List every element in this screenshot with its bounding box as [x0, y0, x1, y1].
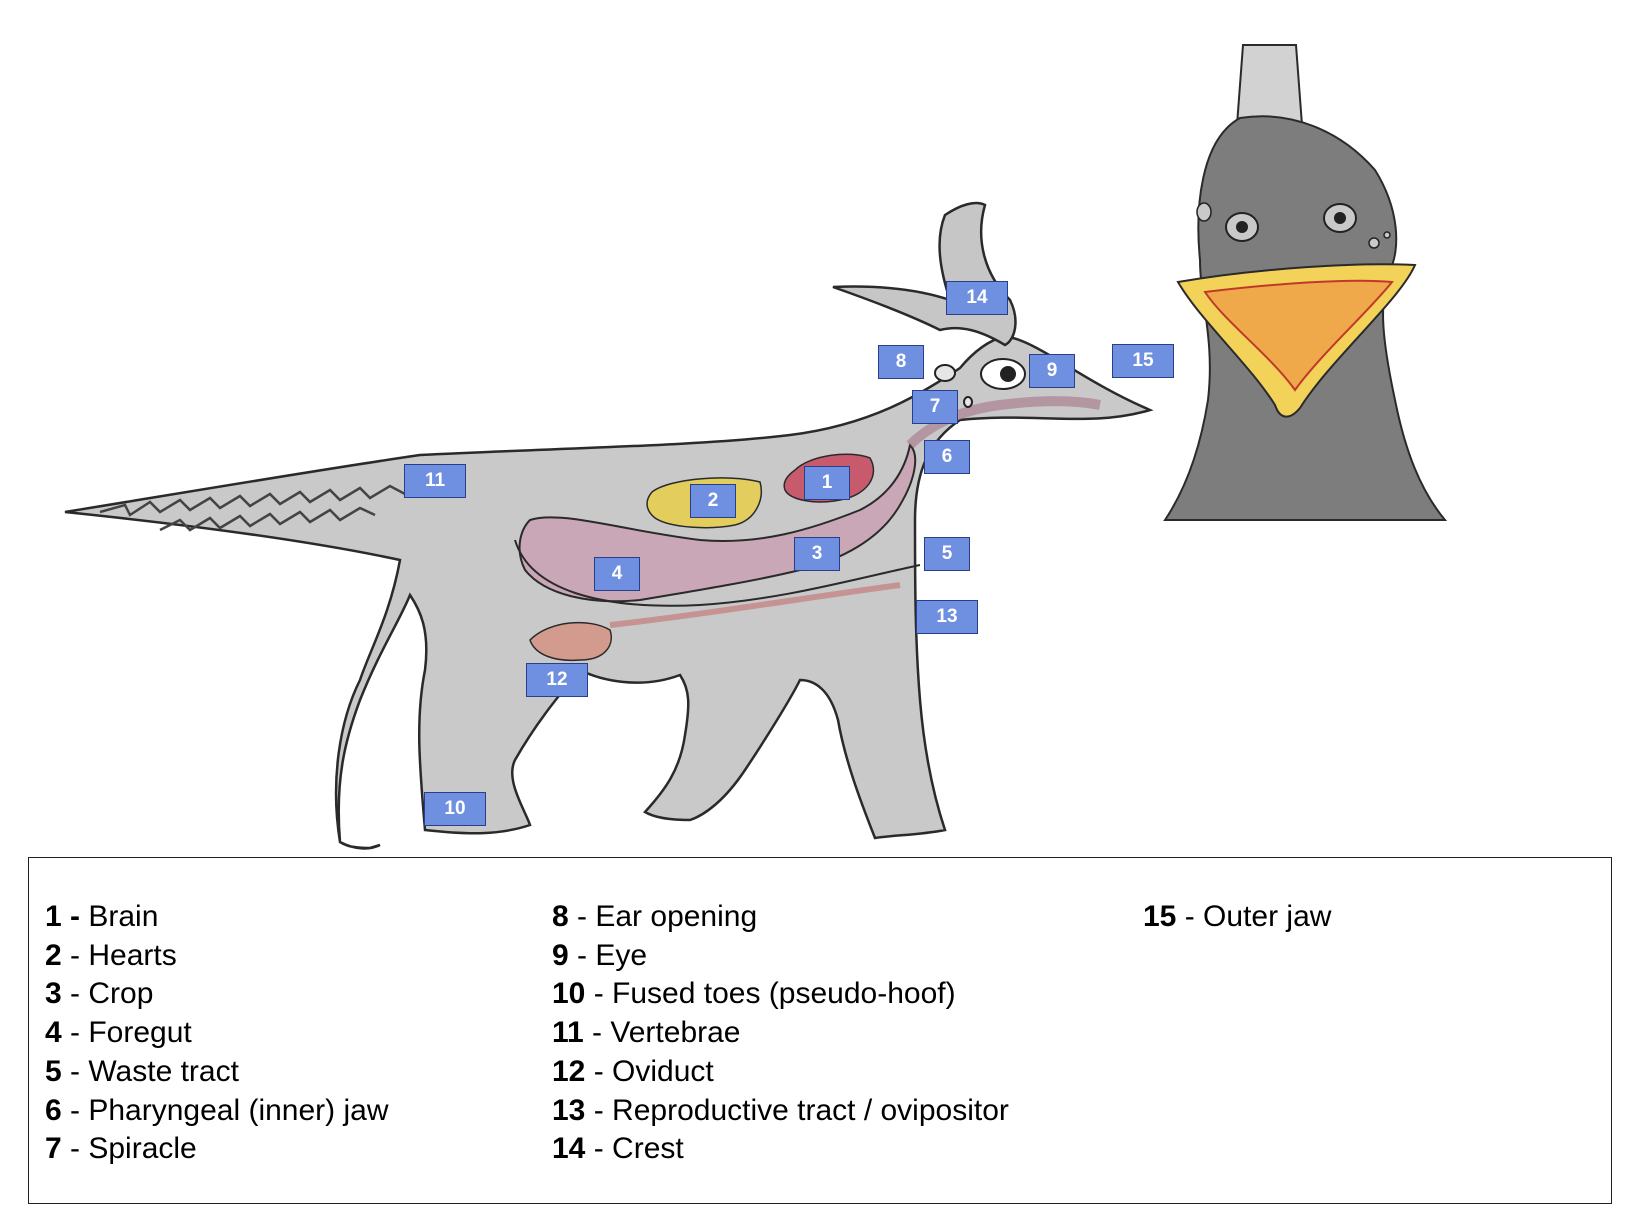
legend-column-2: 8 - Ear opening 9 - Eye 10 - Fused toes …: [552, 898, 1009, 1169]
head-front-inner-jaw: [1203, 279, 1394, 392]
legend-item: 1 - Brain: [45, 900, 159, 933]
pharyngeal-tract: [906, 396, 1101, 449]
legend-box: 1 - Brain 2 - Hearts 3 - Crop 4 - Foregu…: [28, 857, 1612, 1204]
crest-shape: [832, 201, 1017, 347]
legend-item: 15 - Outer jaw: [1143, 900, 1332, 933]
legend-item: 3 - Crop: [45, 977, 154, 1011]
legend-column-1: 1 - Brain 2 - Hearts 3 - Crop 4 - Foregu…: [45, 898, 389, 1169]
marker-9: 9: [1029, 354, 1075, 388]
legend-column-3: 15 - Outer jaw: [1143, 898, 1331, 937]
legend-item: 12 - Oviduct: [552, 1054, 714, 1088]
legend-item: 14 - Crest: [552, 1132, 684, 1166]
marker-12: 12: [526, 663, 588, 697]
marker-14: 14: [946, 281, 1008, 315]
head-front-right-pupil: [1334, 212, 1346, 224]
marker-13: 13: [916, 600, 978, 634]
eye-pupil: [1000, 366, 1016, 382]
head-front-view: [1163, 44, 1448, 521]
marker-2: 2: [690, 484, 736, 518]
reproductive-tract-line: [609, 582, 901, 628]
marker-4: 4: [594, 557, 640, 591]
head-front-left-pupil: [1236, 221, 1248, 233]
head-front-crest: [1235, 44, 1304, 126]
legend-item: 2 - Hearts: [45, 938, 177, 972]
vertebrae-zigzag-upper: [99, 484, 406, 517]
ear-opening-shape: [934, 364, 956, 382]
legend-item: 8 - Ear opening: [552, 900, 758, 933]
marker-5: 5: [924, 537, 970, 571]
legend-item: 13 - Reproductive tract / ovipositor: [552, 1093, 1009, 1127]
marker-7: 7: [912, 390, 958, 424]
legend-item: 4 - Foregut: [45, 1016, 192, 1050]
legend-item: 11 - Vertebrae: [552, 1016, 741, 1050]
legend-item: 9 - Eye: [552, 938, 648, 972]
head-front-ear: [1196, 202, 1212, 222]
marker-3: 3: [794, 537, 840, 571]
marker-6: 6: [924, 440, 970, 474]
marker-15: 15: [1112, 344, 1174, 378]
head-front-spiracle-a: [1368, 237, 1380, 249]
legend-item: 10 - Fused toes (pseudo-hoof): [552, 977, 956, 1011]
marker-8: 8: [878, 345, 924, 379]
vertebrae-zigzag-lower: [159, 506, 376, 532]
marker-1: 1: [804, 466, 850, 500]
waste-tract-line: [514, 539, 921, 607]
marker-10: 10: [424, 792, 486, 826]
oviduct-shape: [529, 621, 612, 662]
legend-item: 5 - Waste tract: [45, 1054, 239, 1088]
marker-11: 11: [404, 464, 466, 498]
head-front-spiracle-b: [1383, 231, 1391, 239]
creature-anatomy-illustration: [64, 44, 1448, 850]
legend-item: 6 - Pharyngeal (inner) jaw: [45, 1093, 389, 1127]
spiracle-shape: [963, 396, 973, 408]
legend-item: 7 - Spiracle: [45, 1132, 197, 1166]
